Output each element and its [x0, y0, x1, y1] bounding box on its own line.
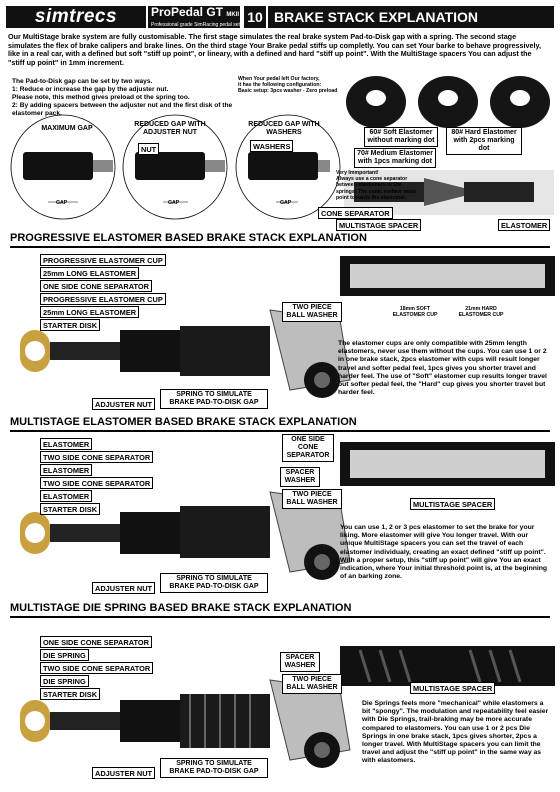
die-spring-description: Die Springs feels more "mechanical" whil… [362, 700, 549, 765]
stack-label: TWO SIDE CONE SEPARATOR [40, 662, 154, 674]
product-version: MKII [226, 12, 240, 18]
elastomer-label: ELASTOMER [498, 219, 551, 231]
multistage-stack-drawing [20, 442, 555, 580]
important-line: point towards the elastomer. [336, 194, 407, 201]
factory-note: When Your pedal left Our factory, it has… [238, 76, 348, 95]
spacer-washer-label: SPACER WASHER [280, 467, 320, 487]
stack-label: DIE SPRING [40, 649, 89, 661]
die-spring-stack-drawing [20, 646, 555, 768]
section-progressive-title: PROGRESSIVE ELASTOMER BASED BRAKE STACK … [10, 230, 550, 248]
gap-label: GAP [168, 200, 180, 206]
stack-label: ONE SIDE CONE SEPARATOR [40, 636, 152, 648]
stack-label: PROGRESSIVE ELASTOMER CUP [40, 293, 166, 305]
factory-note-line: When Your pedal left Our factory, [238, 76, 320, 82]
stack-label: DIE SPRING [40, 675, 89, 687]
important-line: springs! The conic surface must [336, 188, 416, 195]
gap-line: Please note, this method gives preload o… [12, 94, 190, 101]
product-badge: ProPedal GT MKII Professional grade SimR… [148, 6, 240, 28]
section-die-spring-title: MULTISTAGE DIE SPRING BASED BRAKE STACK … [10, 600, 550, 618]
gap-diagrams [10, 114, 341, 220]
section-multistage-title: MULTISTAGE ELASTOMER BASED BRAKE STACK E… [10, 414, 550, 432]
page-title: BRAKE STACK EXPLANATION [268, 6, 554, 28]
stack-label: STARTER DISK [40, 503, 101, 515]
spring-label: SPRING TO SIMULATE BRAKE PAD-TO-DISK GAP [160, 758, 268, 778]
medium-elastomer-label: 70# Medium Elastomer with 1pcs marking d… [354, 148, 436, 168]
stack-label: STARTER DISK [40, 319, 101, 331]
gap-line: 1: Reduce or increase the gap by the adj… [12, 86, 169, 93]
soft-elastomer-label: 60# Soft Elastomer without marking dot [364, 127, 438, 147]
gap-line: 2: By adding spacers between the adjuste… [12, 102, 233, 117]
multistage-spacer-label: MULTISTAGE SPACER [410, 498, 496, 510]
gap-line: The Pad-to-Disk gap can be set by two wa… [12, 78, 153, 85]
spring-label: SPRING TO SIMULATE BRAKE PAD-TO-DISK GAP [160, 389, 268, 409]
important-note: Very Immportant! Always use a cone separ… [336, 170, 436, 201]
adjuster-nut-label: ADJUSTER NUT [92, 398, 156, 410]
max-gap-title: MAXIMUM GAP [41, 125, 93, 132]
hard-elastomer-label: 80# Hard Elastomer with 2pcs marking dot [446, 127, 522, 155]
spring-label: SPRING TO SIMULATE BRAKE PAD-TO-DISK GAP [160, 573, 268, 593]
multistage-spacer-label: MULTISTAGE SPACER [336, 219, 422, 231]
adjuster-nut-label: ADJUSTER NUT [92, 582, 156, 594]
washers-callout: WASHERS [250, 140, 294, 152]
ball-washer-label: TWO PIECE BALL WASHER [282, 489, 342, 509]
progressive-description: The elastomer cups are only compatible w… [338, 340, 547, 397]
product-name: ProPedal GT [151, 5, 224, 19]
hard-cup-label: 21mm HARD ELASTOMER CUP [458, 306, 504, 319]
cone-separator-label: CONE SEPARATOR [318, 207, 393, 219]
adjuster-nut-label: ADJUSTER NUT [92, 767, 156, 779]
spacer-washer-label: SPACER WASHER [280, 652, 320, 672]
gap-label: GAP [280, 200, 292, 206]
stack-label: 25mm LONG ELASTOMER [40, 306, 140, 318]
reduced-gap-nut-title: REDUCED GAP WITH ADJUSTER NUT [134, 121, 206, 136]
factory-note-line: it has the following configuration: [238, 82, 322, 89]
reduced-gap-washers-title: REDUCED GAP WITH WASHERS [248, 121, 320, 136]
stack-label: TWO SIDE CONE SEPARATOR [40, 451, 154, 463]
stack-label: ELASTOMER [40, 464, 93, 476]
stack-label: 25mm LONG ELASTOMER [40, 267, 140, 279]
nut-callout: NUT [138, 143, 160, 155]
intro-paragraph: Our MultiStage brake system are fully cu… [8, 32, 541, 67]
stack-label: ELASTOMER [40, 438, 93, 450]
important-line: Always use a cone separator [336, 176, 408, 183]
stack-label: TWO SIDE CONE SEPARATOR [40, 477, 154, 489]
stack-label: PROGRESSIVE ELASTOMER CUP [40, 254, 166, 266]
page-number: 10 [244, 6, 266, 28]
product-tagline: Professional grade SimRacing pedal set [151, 22, 240, 28]
multistage-description: You can use 1, 2 or 3 pcs elastomer to s… [340, 524, 548, 581]
important-line: Very Immportant! [336, 170, 379, 176]
stack-label: STARTER DISK [40, 688, 101, 700]
soft-cup-label: 18mm SOFT ELASTOMER CUP [392, 306, 438, 319]
progressive-stack-drawing [20, 256, 555, 398]
multistage-spacer-label: MULTISTAGE SPACER [410, 682, 496, 694]
ball-washer-label: TWO PIECE BALL WASHER [282, 302, 342, 322]
stack-label: ELASTOMER [40, 490, 93, 502]
gap-explanation: The Pad-to-Disk gap can be set by two wa… [12, 78, 252, 118]
factory-note-line: Basic setup: 3pcs washer - Zero preload [238, 88, 338, 95]
gap-label: GAP [56, 200, 68, 206]
important-line: between elastomers or Die [336, 182, 402, 189]
one-side-cone-label: ONE SIDE CONE SEPARATOR [282, 434, 334, 462]
ball-washer-label: TWO PIECE BALL WASHER [282, 674, 342, 694]
simtrecs-logo: simtrecs [6, 6, 146, 28]
stack-label: ONE SIDE CONE SEPARATOR [40, 280, 152, 292]
